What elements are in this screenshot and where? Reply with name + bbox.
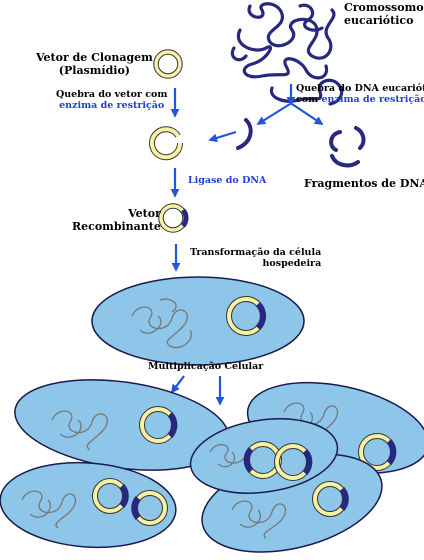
host-chromosome (131, 298, 192, 349)
break-dna-label-line1: Quebra do DNA eucariótico (296, 83, 424, 94)
transformation-label: Transformação da célula hospedeira (190, 247, 322, 270)
chromosome-label-line2: eucariótico (344, 13, 414, 27)
multiplication-label: Multiplicação Celular (148, 361, 264, 372)
cloning-vector-plasmid-fill (154, 50, 182, 78)
vector-label-line1: Vetor de Clonagem (36, 51, 153, 64)
process-arrows (170, 84, 324, 406)
recombinant-label: Vetor Recombinante (72, 207, 161, 233)
dna-fragments (329, 126, 366, 168)
transformation-label-line2: hospedeira (262, 257, 322, 269)
transformation-label-line1: Transformação da célula (190, 247, 322, 258)
break-dna-label-enzyme: enzima de restrição (321, 93, 424, 105)
recombinant-label-line2: Recombinante (72, 219, 161, 233)
chromosome-label-line1: Cromossomo (344, 1, 424, 14)
vector-label: Vetor de Clonagem (Plasmídio) (36, 51, 153, 77)
host-cell-multiplied-5 (189, 418, 339, 494)
break-dna-label: Quebra do DNA eucariótico com enzima de … (296, 83, 424, 106)
break-dna-label-with: com (296, 93, 322, 105)
break-vector-label-line1: Quebra do vetor com (56, 89, 168, 100)
chromosome-label: Cromossomo eucariótico (344, 1, 424, 27)
dna-fragment-small (236, 118, 253, 150)
vector-label-line2: (Plasmídio) (58, 63, 131, 77)
break-vector-label: Quebra do vetor com enzima de restrição (56, 89, 168, 112)
cut-plasmid (149, 126, 184, 161)
recombinant-vector (158, 203, 189, 233)
break-vector-label-line2: enzima de restrição (59, 99, 165, 111)
fragments-label: Fragmentos de DNA (304, 177, 424, 190)
recombinant-label-line1: Vetor (128, 207, 161, 220)
ligase-label: Ligase do DNA (188, 175, 267, 186)
host-cell-multiplied-3 (0, 461, 177, 549)
host-cell (91, 276, 305, 366)
